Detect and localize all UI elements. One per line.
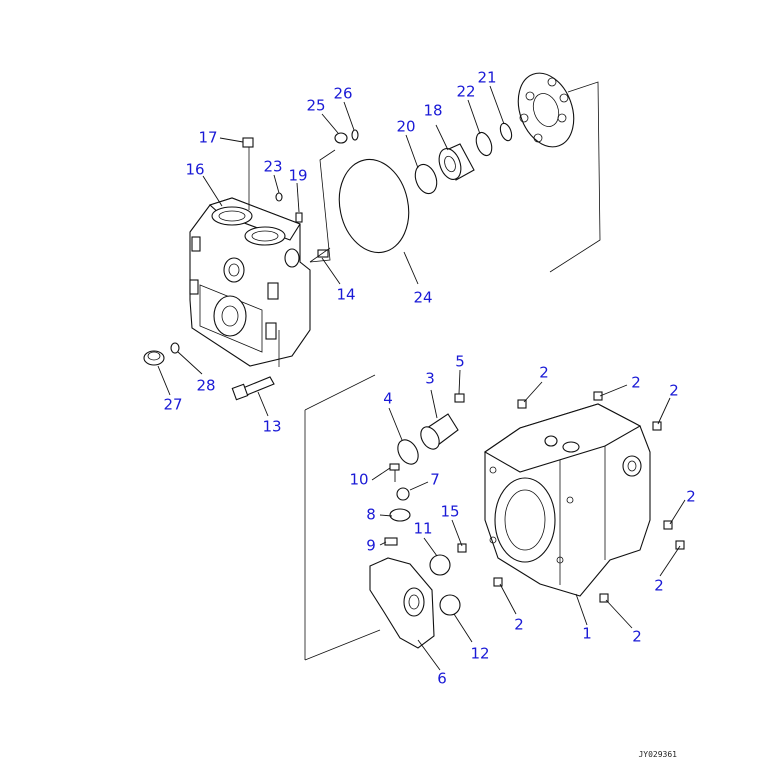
snap-ring-20	[414, 163, 438, 195]
plug-25	[334, 132, 348, 144]
callout-13: 13	[262, 418, 281, 436]
snap-ring-21	[499, 122, 513, 142]
callout-12: 12	[470, 645, 489, 663]
o-ring-28	[170, 342, 180, 354]
pin-9	[384, 537, 398, 546]
callout-2: 2	[669, 382, 679, 400]
seal-22	[475, 131, 493, 157]
callout-6: 6	[437, 670, 447, 688]
plate-disc	[517, 72, 575, 148]
plug-17	[242, 137, 254, 148]
callout-24: 24	[413, 289, 432, 307]
callout-2: 2	[514, 616, 524, 634]
o-ring-24	[338, 158, 410, 254]
bolt-13	[231, 376, 275, 401]
plug-15	[457, 543, 467, 553]
callout-2: 2	[686, 488, 696, 506]
plug-23	[275, 192, 283, 202]
callout-28: 28	[196, 377, 215, 395]
callout-2: 2	[631, 374, 641, 392]
callout-2: 2	[654, 577, 664, 595]
pin-14	[309, 247, 331, 263]
callout-19: 19	[288, 167, 307, 185]
callout-22: 22	[456, 83, 475, 101]
sleeve-3	[420, 413, 459, 450]
callout-16: 16	[185, 161, 204, 179]
callout-26: 26	[333, 85, 352, 103]
callout-1: 1	[582, 625, 592, 643]
callout-11: 11	[413, 520, 432, 538]
callout-25: 25	[306, 97, 325, 115]
callout-10: 10	[349, 471, 368, 489]
main-housing-1	[483, 403, 651, 597]
callout-14: 14	[336, 286, 355, 304]
bearing-18	[438, 143, 475, 181]
callout-7: 7	[430, 471, 440, 489]
leader-lines	[157, 85, 686, 671]
callout-21: 21	[477, 69, 496, 87]
plug-12	[439, 594, 461, 616]
bolts-2	[493, 391, 685, 603]
callout-2: 2	[539, 364, 549, 382]
callout-27: 27	[163, 396, 182, 414]
callout-8: 8	[366, 506, 376, 524]
cover-6	[369, 557, 435, 649]
bolt-10	[389, 463, 400, 482]
callout-20: 20	[396, 118, 415, 136]
callout-17: 17	[198, 129, 217, 147]
upper-housing-16	[189, 145, 311, 367]
ring-4	[397, 439, 419, 465]
callout-3: 3	[425, 370, 435, 388]
callout-23: 23	[263, 158, 282, 176]
plug-27	[143, 350, 165, 366]
callout-4: 4	[383, 390, 393, 408]
callout-15: 15	[440, 503, 459, 521]
callout-9: 9	[366, 537, 376, 555]
o-ring-26	[351, 129, 359, 141]
plug-5	[454, 393, 465, 403]
callout-5: 5	[455, 353, 465, 371]
callout-labels: 1 2 2 2 2 2 2 2 3 4 5 6 7 8 9 10 11 12 1…	[163, 69, 695, 688]
ball-7	[396, 487, 410, 501]
callout-18: 18	[423, 102, 442, 120]
plug-11	[429, 554, 451, 576]
drawing-code: JY029361	[638, 750, 677, 759]
pin-19	[295, 212, 303, 223]
fitting-8	[389, 508, 411, 522]
callout-2: 2	[632, 628, 642, 646]
